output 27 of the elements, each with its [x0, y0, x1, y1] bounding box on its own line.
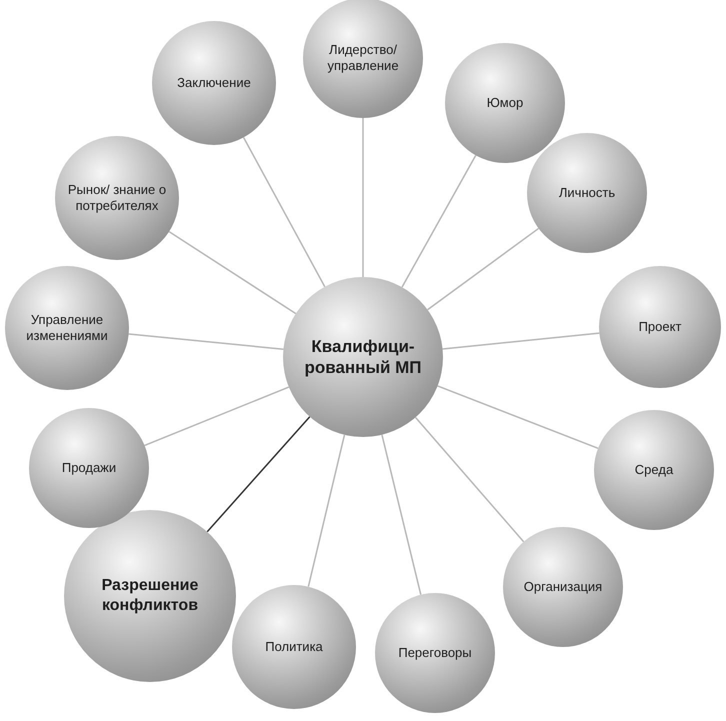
connector-line: [401, 155, 476, 288]
node-label: Среда: [634, 462, 674, 478]
node-label: Квалифици-рованный МП: [303, 336, 423, 378]
connector-line: [128, 333, 284, 350]
node-label: Юмор: [486, 94, 524, 112]
connector-line: [427, 228, 540, 310]
connector-line: [206, 416, 310, 532]
connector-line: [144, 386, 290, 446]
connector-line: [437, 385, 598, 449]
node-label: Рынок/ знание о потребителях: [66, 182, 168, 214]
connector-line: [308, 434, 346, 587]
connector-line: [442, 332, 600, 350]
node-label: Переговоры: [397, 644, 473, 662]
node-label: Политика: [264, 638, 324, 656]
node-label: Заключение: [176, 74, 252, 92]
connector-line: [168, 231, 296, 314]
connector-line: [362, 118, 364, 277]
node-label: Личность: [558, 184, 616, 202]
node-label: Разрешение конфликтов: [100, 576, 200, 616]
node-label: Управление изменениями: [25, 312, 109, 344]
connector-line: [242, 137, 326, 288]
node-label: Проект: [638, 318, 682, 336]
connector-line: [381, 434, 422, 595]
node-label: Организация: [522, 578, 604, 596]
node-label: Лидерство/ управление: [326, 42, 400, 74]
connector-line: [414, 416, 524, 542]
node-label: Продажи: [60, 460, 118, 476]
